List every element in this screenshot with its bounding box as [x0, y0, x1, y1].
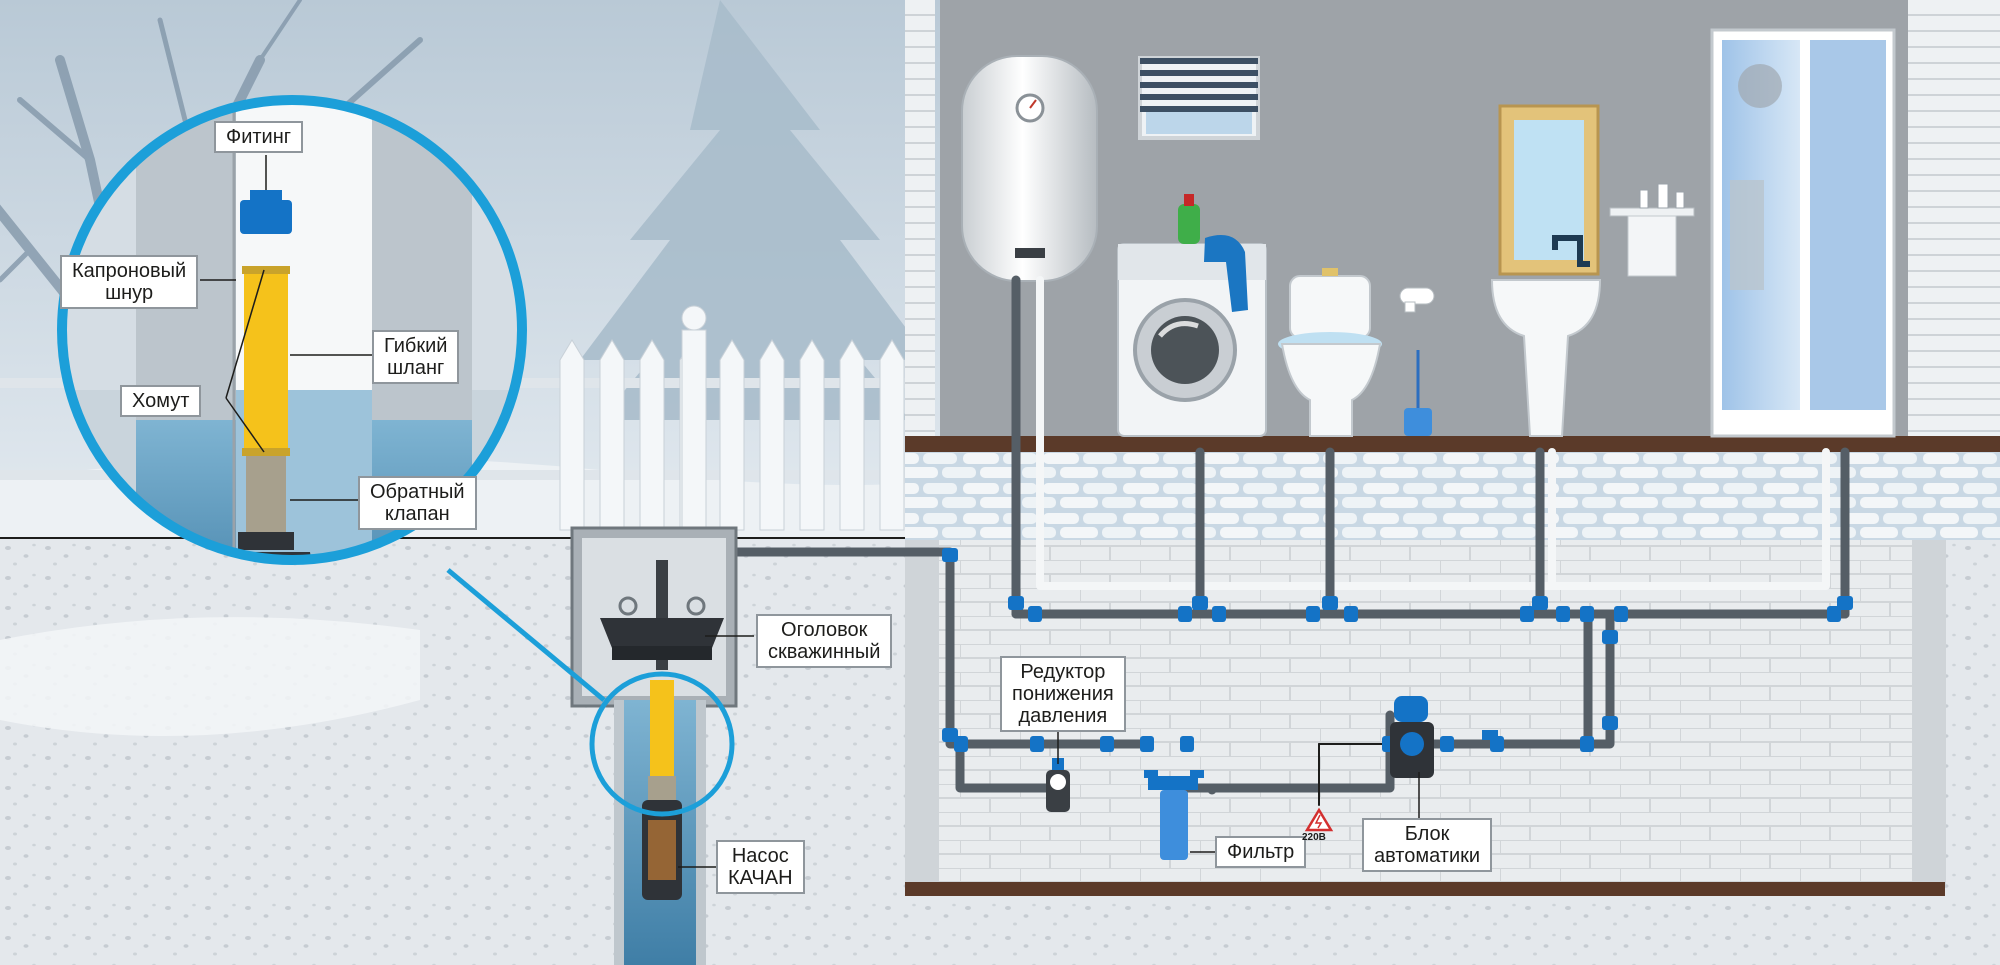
- label-pump-line1: Насос: [731, 845, 789, 867]
- label-automation-line1: Блок: [1404, 823, 1450, 845]
- label-flex-hose-line1: Гибкий: [384, 335, 448, 357]
- well-head: [600, 596, 724, 660]
- label-flex-hose-line2: шланг: [387, 357, 445, 379]
- callout-connector: [446, 568, 606, 702]
- zoom-callout: [57, 95, 527, 565]
- water-filter: [1144, 770, 1204, 860]
- washing-machine: [1117, 194, 1267, 437]
- label-reducer-line1: Редуктор: [1020, 661, 1106, 683]
- water-heater: [961, 55, 1098, 282]
- label-nylon-cord-line1: Капроновый: [72, 260, 187, 282]
- window: [1138, 56, 1260, 140]
- label-clamp-text: Хомут: [132, 390, 190, 412]
- label-pump-line2: КАЧАН: [728, 867, 793, 889]
- label-fitting: Фитинг: [214, 121, 304, 153]
- pump: [642, 680, 682, 900]
- label-nylon-cord-line2: шнур: [105, 282, 154, 304]
- sink: [1490, 235, 1602, 437]
- automation-block: [1390, 696, 1498, 778]
- label-clamp: Хомут: [120, 385, 202, 417]
- label-automation-line2: автоматики: [1374, 845, 1481, 867]
- toilet-paper: [1399, 287, 1435, 313]
- label-well-head-line1: Оголовок: [781, 619, 868, 641]
- voltage-sign-text: 220В: [1302, 832, 1326, 843]
- mirror: [1498, 104, 1600, 276]
- toilet-brush: [1404, 350, 1432, 436]
- toilet: [1278, 268, 1382, 437]
- electrical-warning-icon: [1304, 807, 1334, 832]
- bathroom-shelf: [1609, 183, 1695, 277]
- label-check-valve-line2: клапан: [384, 503, 450, 525]
- label-reducer-line2: понижения: [1012, 683, 1114, 705]
- pressure-reducer: [1046, 758, 1070, 812]
- label-filter: Фильтр: [1215, 836, 1307, 868]
- shower-cabin: [1710, 28, 1896, 438]
- label-fitting-text: Фитинг: [226, 126, 292, 148]
- label-reducer-line3: давления: [1018, 705, 1108, 727]
- label-filter-text: Фильтр: [1227, 841, 1295, 863]
- fir-tree: [580, 0, 930, 420]
- label-check-valve-line1: Обратный: [370, 481, 465, 503]
- small-callout-ring: [589, 671, 735, 817]
- label-well-head-line2: скважинный: [768, 641, 881, 663]
